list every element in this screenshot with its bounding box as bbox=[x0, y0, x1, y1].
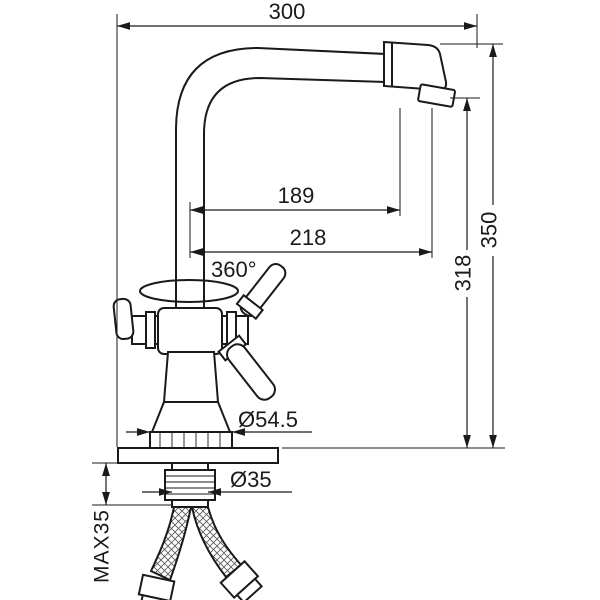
hose-left bbox=[149, 506, 193, 582]
base-flare bbox=[150, 401, 232, 433]
aerator-icon bbox=[417, 83, 456, 108]
spout-head bbox=[383, 40, 448, 92]
hose-connector-right bbox=[219, 559, 264, 600]
body-column bbox=[162, 351, 220, 403]
mounting-nut bbox=[164, 469, 216, 501]
dim-label-218: 218 bbox=[290, 225, 327, 250]
faucet-drawing bbox=[112, 40, 456, 600]
left-arm-collar bbox=[145, 311, 156, 349]
dim-label-189: 189 bbox=[278, 183, 315, 208]
right-handle-lower bbox=[217, 334, 276, 401]
dim-label-318: 318 bbox=[451, 255, 476, 292]
left-handle bbox=[112, 297, 135, 341]
dim-label-shank-diameter: Ø35 bbox=[230, 467, 272, 492]
spout-inner-edge bbox=[203, 76, 387, 312]
nut-thread-lines bbox=[165, 475, 215, 495]
dimensions: 300 189 218 318 350 MAX35 Ø54.5 Ø35 360° bbox=[91, 0, 502, 583]
right-handle-upper bbox=[235, 263, 287, 321]
dim-label-base-diameter: Ø54.5 bbox=[238, 407, 298, 432]
dim-label-350: 350 bbox=[477, 212, 502, 249]
spout-outer-edge bbox=[175, 46, 387, 312]
swivel-ellipse bbox=[139, 279, 239, 303]
mounting-plate bbox=[117, 447, 279, 464]
hose-connector-left bbox=[137, 573, 176, 600]
gasket-hatch bbox=[159, 433, 221, 447]
swivel-label: 360° bbox=[211, 257, 257, 282]
hose-right bbox=[190, 506, 243, 579]
dim-label-max35: MAX35 bbox=[91, 509, 114, 583]
body-block bbox=[157, 307, 223, 355]
dim-label-300: 300 bbox=[269, 0, 306, 24]
